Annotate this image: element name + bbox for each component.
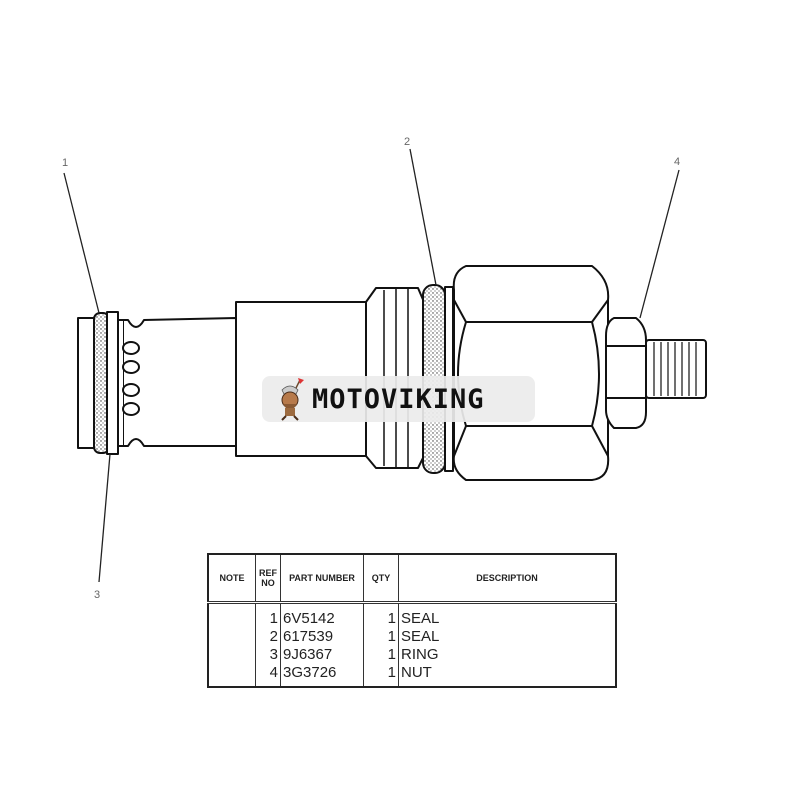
parts-list-table: NOTE REF NO PART NUMBER QTY DESCRIPTION … bbox=[207, 553, 617, 688]
cell-ref-no: 3 bbox=[255, 646, 281, 664]
cell-description: SEAL bbox=[401, 610, 440, 627]
callout-4: 4 bbox=[674, 156, 680, 168]
cell-note bbox=[208, 646, 256, 664]
table-row: 1 6V5142 1 SEAL bbox=[208, 602, 616, 628]
cell-qty: 1 bbox=[363, 664, 399, 687]
threaded-stud bbox=[645, 339, 707, 399]
header-description: DESCRIPTION bbox=[398, 554, 616, 604]
cell-qty: 1 bbox=[363, 646, 399, 664]
brand-watermark: MOTOVIKING bbox=[262, 376, 535, 422]
cell-ref-no: 2 bbox=[255, 628, 281, 646]
header-note: NOTE bbox=[208, 554, 256, 604]
cell-description: RING bbox=[401, 646, 439, 663]
cell-note bbox=[208, 664, 256, 687]
cell-part-number: 9J6367 bbox=[280, 646, 364, 664]
cell-part-number: 3G3726 bbox=[280, 664, 364, 687]
cell-description: NUT bbox=[401, 664, 432, 681]
header-part-number: PART NUMBER bbox=[280, 554, 364, 604]
header-qty: QTY bbox=[363, 554, 399, 604]
table-row: 4 3G3726 1 NUT bbox=[208, 664, 616, 687]
cell-description: SEAL bbox=[401, 628, 440, 645]
cell-ref-no: 1 bbox=[255, 602, 281, 628]
callout-3: 3 bbox=[94, 589, 100, 601]
cell-part-number: 6V5142 bbox=[280, 602, 364, 628]
leader-line-2 bbox=[409, 148, 437, 286]
nut-4 bbox=[605, 317, 647, 429]
header-ref-no: REF NO bbox=[255, 554, 281, 604]
cell-qty: 1 bbox=[363, 628, 399, 646]
leader-line-4 bbox=[639, 169, 680, 319]
hex-body bbox=[452, 265, 610, 481]
cell-part-number: 617539 bbox=[280, 628, 364, 646]
leader-line-1 bbox=[63, 172, 100, 314]
table-header-row: NOTE REF NO PART NUMBER QTY DESCRIPTION bbox=[208, 554, 616, 604]
table-row: 2 617539 1 SEAL bbox=[208, 628, 616, 646]
cell-note bbox=[208, 602, 256, 628]
table-row: 3 9J6367 1 RING bbox=[208, 646, 616, 664]
viking-mascot-icon bbox=[281, 378, 304, 421]
cell-note bbox=[208, 628, 256, 646]
ring-3 bbox=[106, 311, 119, 455]
callout-1: 1 bbox=[62, 157, 68, 169]
sleeve-body bbox=[124, 317, 237, 447]
brand-name: MOTOVIKING bbox=[312, 383, 485, 415]
cell-ref-no: 4 bbox=[255, 664, 281, 687]
leader-line-3 bbox=[98, 453, 111, 583]
callout-2: 2 bbox=[404, 136, 410, 148]
cell-qty: 1 bbox=[363, 602, 399, 628]
